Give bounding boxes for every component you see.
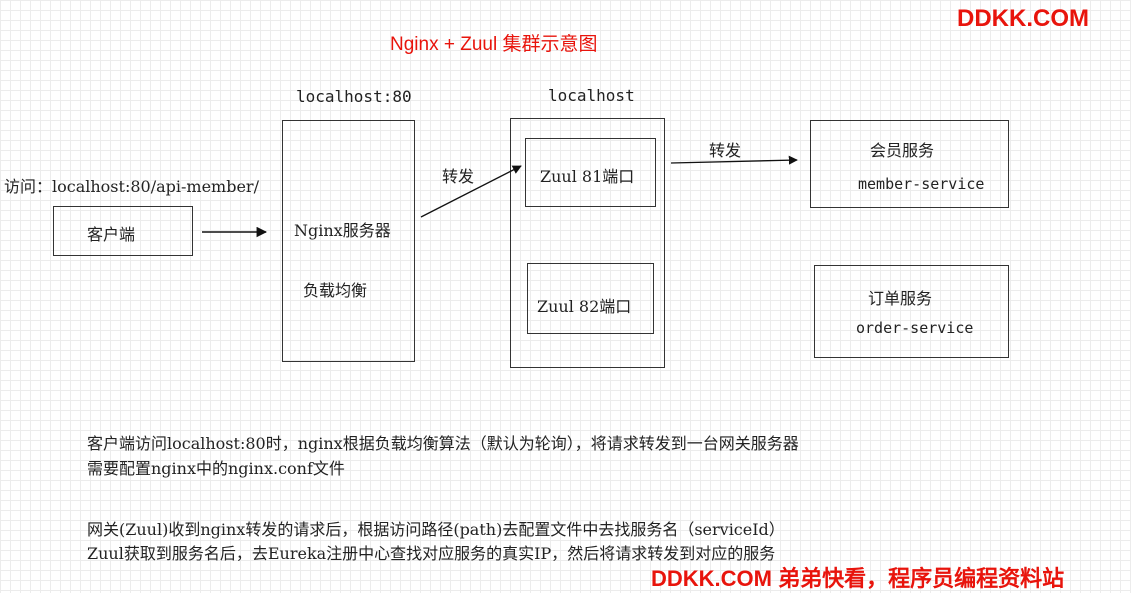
member-service-box bbox=[810, 120, 1009, 208]
arrow-zuul-to-member bbox=[670, 155, 798, 165]
client-label: 客户端 bbox=[87, 225, 136, 244]
load-balance-label: 负载均衡 bbox=[303, 281, 368, 300]
client-box bbox=[53, 206, 193, 256]
access-url-label: 访问：localhost:80/api-member/ bbox=[4, 177, 259, 196]
arrow-nginx-to-zuul bbox=[420, 165, 522, 218]
zuul-82-box bbox=[527, 263, 654, 334]
zuul-82-label: Zuul 82端口 bbox=[537, 297, 632, 316]
brand-watermark-top: DDKK.COM bbox=[957, 5, 1089, 32]
nginx-server-box bbox=[282, 120, 415, 362]
diagram-title: Nginx + Zuul 集群示意图 bbox=[390, 34, 598, 55]
note-zuul-line-2: Zuul获取到服务名后，去Eureka注册中心查找对应服务的真实IP，然后将请求… bbox=[87, 544, 776, 563]
forward-label-nginx: 转发 bbox=[442, 167, 475, 186]
order-service-title: 订单服务 bbox=[868, 289, 933, 308]
zuul-cluster-box bbox=[510, 118, 665, 368]
nginx-host-label: localhost:80 bbox=[296, 87, 412, 106]
zuul-81-label: Zuul 81端口 bbox=[540, 167, 635, 186]
note-nginx-line-2: 需要配置nginx中的nginx.conf文件 bbox=[87, 459, 345, 478]
member-service-title: 会员服务 bbox=[870, 141, 935, 160]
note-nginx-line-1: 客户端访问localhost:80时，nginx根据负载均衡算法（默认为轮询），… bbox=[87, 434, 799, 453]
order-service-id: order-service bbox=[856, 319, 974, 337]
member-service-id: member-service bbox=[858, 175, 985, 193]
forward-label-zuul: 转发 bbox=[709, 141, 742, 160]
nginx-server-label: Nginx服务器 bbox=[294, 221, 391, 240]
order-service-box bbox=[814, 265, 1009, 358]
brand-watermark-bottom: DDKK.COM 弟弟快看，程序员编程资料站 bbox=[651, 566, 1065, 591]
zuul-host-label: localhost bbox=[548, 86, 635, 105]
note-zuul-line-1: 网关(Zuul)收到nginx转发的请求后，根据访问路径(path)去配置文件中… bbox=[87, 520, 785, 539]
zuul-81-box bbox=[525, 138, 656, 207]
